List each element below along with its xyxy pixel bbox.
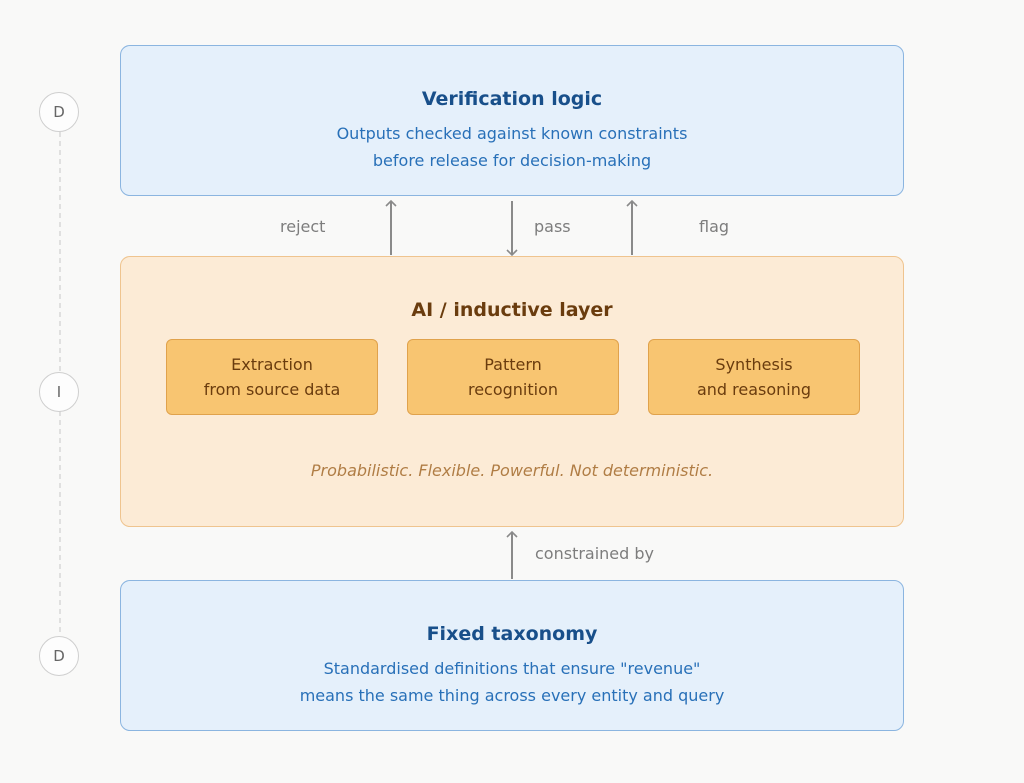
pattern-card: Pattern recognition — [407, 339, 619, 415]
marker-d-bottom: D — [39, 636, 79, 676]
verification-title: Verification logic — [421, 88, 603, 110]
extraction-subtitle: from source data — [203, 380, 341, 399]
extraction-card: Extraction from source data — [166, 339, 378, 415]
ai-layer-note: Probabilistic. Flexible. Powerful. Not d… — [310, 461, 714, 480]
taxonomy-description: Standardised definitions that ensure "re… — [121, 655, 903, 709]
verification-description: Outputs checked against known constraint… — [121, 120, 903, 174]
synthesis-card: Synthesis and reasoning — [648, 339, 860, 415]
verification-line-1: Outputs checked against known constraint… — [336, 124, 688, 143]
marker-i: I — [39, 372, 79, 412]
synthesis-title: Synthesis — [715, 355, 793, 374]
ai-inductive-layer-box: AI / inductive layer Extraction from sou… — [120, 256, 904, 527]
taxonomy-line-2: means the same thing across every entity… — [299, 686, 725, 705]
reject-label: reject — [280, 217, 326, 236]
flag-label: flag — [699, 217, 730, 236]
pattern-subtitle: recognition — [467, 380, 559, 399]
taxonomy-title: Fixed taxonomy — [426, 623, 598, 645]
ai-layer-title: AI / inductive layer — [411, 299, 613, 321]
fixed-taxonomy-box: Fixed taxonomy Standardised definitions … — [120, 580, 904, 731]
taxonomy-line-1: Standardised definitions that ensure "re… — [323, 659, 701, 678]
synthesis-subtitle: and reasoning — [696, 380, 812, 399]
pass-label: pass — [534, 217, 571, 236]
pattern-title: Pattern — [484, 355, 542, 374]
constrained-by-label: constrained by — [535, 544, 655, 563]
verification-logic-box: Verification logic Outputs checked again… — [120, 45, 904, 196]
marker-d-top: D — [39, 92, 79, 132]
verification-line-2: before release for decision-making — [372, 151, 652, 170]
extraction-title: Extraction — [231, 355, 313, 374]
